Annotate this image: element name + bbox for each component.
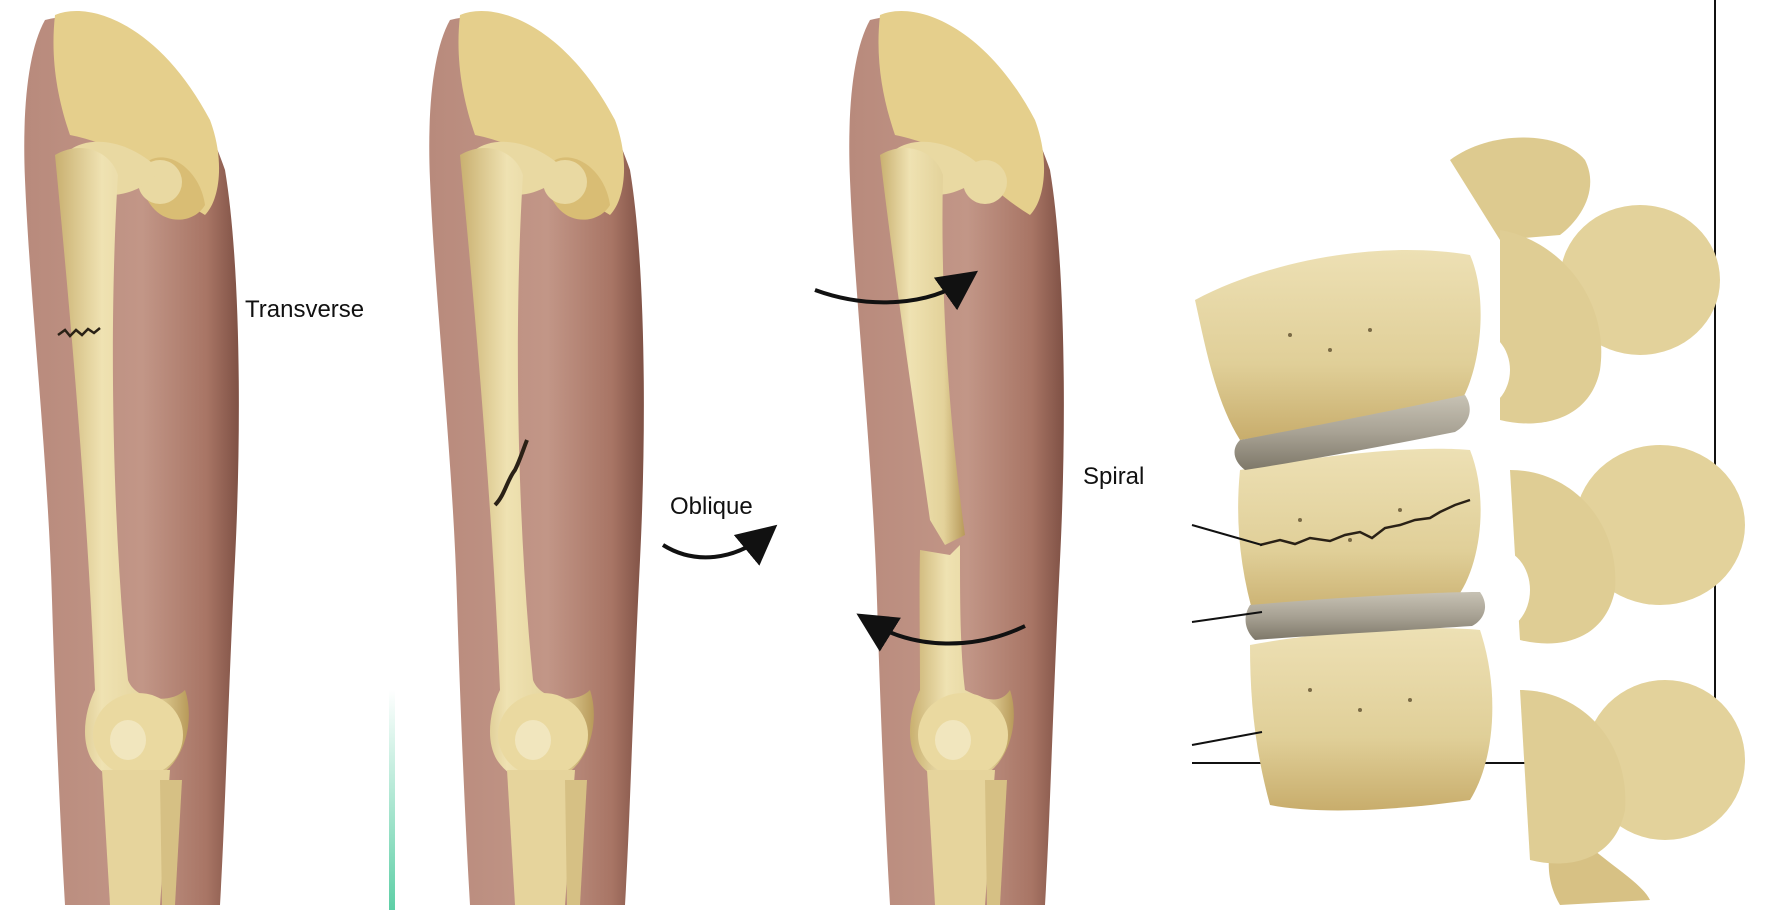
accent-bar xyxy=(389,690,395,910)
femur-spiral-figure xyxy=(849,11,1064,905)
label-transverse: Transverse xyxy=(245,296,364,324)
femur-transverse-figure xyxy=(24,11,239,905)
leader-line-body xyxy=(1192,732,1262,745)
vertebrae-figure xyxy=(1195,138,1745,906)
oblique-arrow xyxy=(663,535,765,557)
label-spiral: Spiral xyxy=(1083,463,1144,491)
label-oblique: Oblique xyxy=(670,493,753,521)
femur-oblique-figure xyxy=(429,11,644,905)
